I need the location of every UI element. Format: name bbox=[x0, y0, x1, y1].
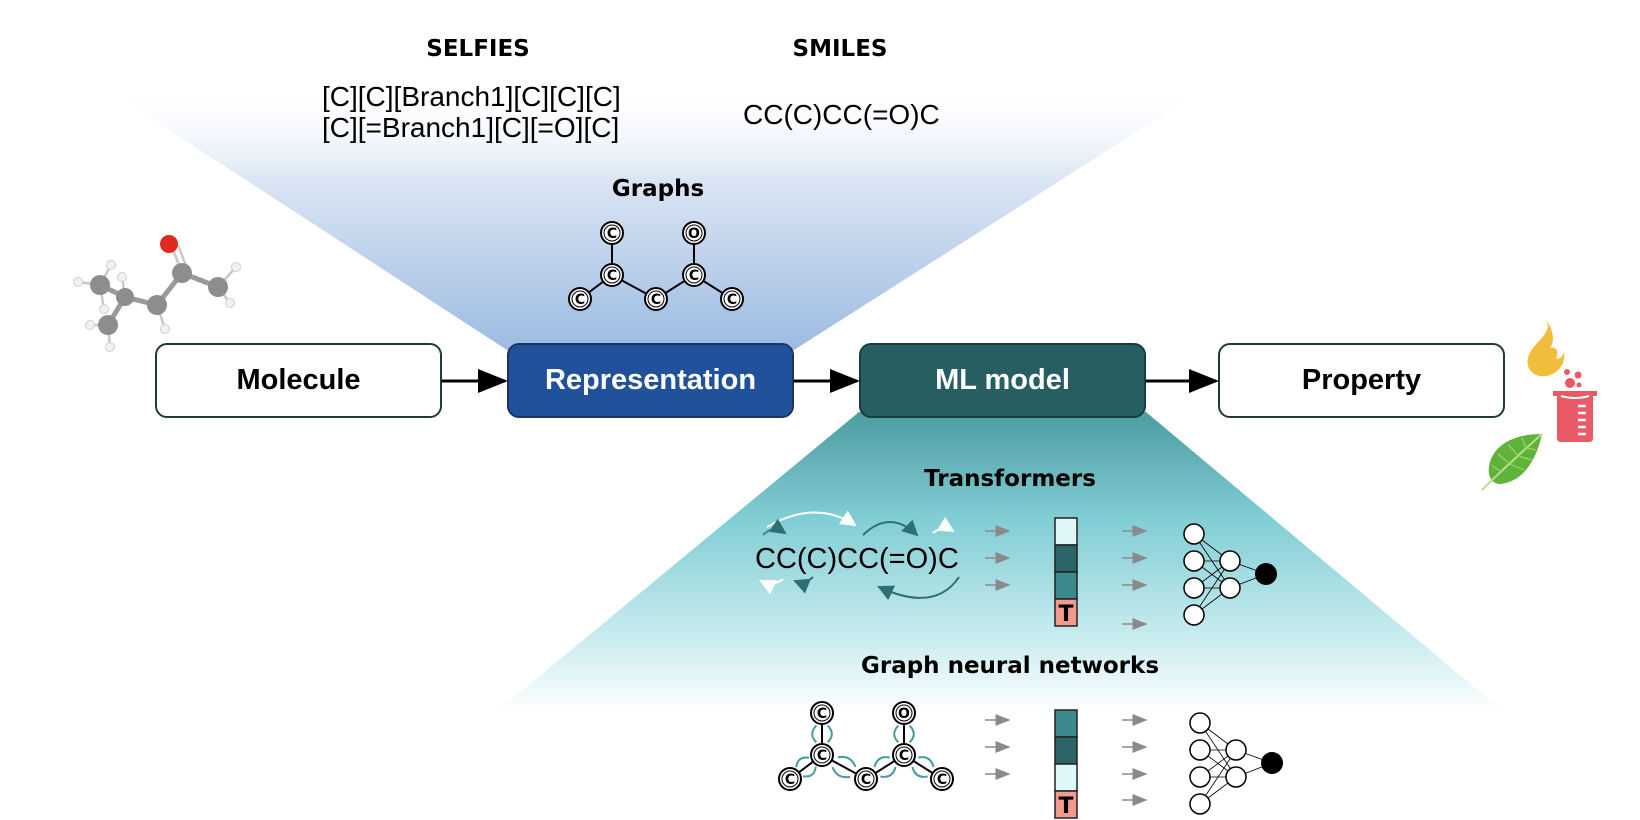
atom-node-inner bbox=[813, 746, 831, 764]
property-box: Property bbox=[1218, 343, 1505, 418]
ml-model-label: ML model bbox=[935, 364, 1070, 396]
atom-node-inner bbox=[647, 290, 665, 308]
graphs-title: Graphs bbox=[611, 176, 705, 202]
message-arrow bbox=[873, 756, 890, 768]
message-arrow bbox=[918, 756, 935, 768]
beaker-icon bbox=[1553, 369, 1597, 442]
atom-node-inner bbox=[685, 224, 703, 242]
atom-node-inner bbox=[723, 290, 741, 308]
message-arrow bbox=[811, 724, 818, 744]
atom-node-inner bbox=[685, 266, 703, 284]
atom-label: C bbox=[607, 268, 617, 284]
atom-node-inner bbox=[781, 770, 799, 788]
atom-label: C bbox=[861, 772, 871, 788]
representation-fan bbox=[100, 85, 1210, 350]
molecule-3d-icon bbox=[73, 235, 241, 352]
atom-label: C bbox=[651, 292, 661, 308]
atom-label: C bbox=[689, 268, 699, 284]
atom-node-inner bbox=[933, 770, 951, 788]
atom-label: C bbox=[785, 772, 795, 788]
atom-node-inner bbox=[857, 770, 875, 788]
message-arrow bbox=[893, 724, 900, 744]
selfies-title: SELFIES bbox=[426, 36, 530, 62]
message-arrow bbox=[826, 724, 833, 744]
gnn-graph: C C C C C O C bbox=[778, 701, 954, 791]
atom-label: O bbox=[688, 226, 700, 242]
ml-model-box: ML model bbox=[859, 343, 1146, 418]
transformer-sequence: CC(C)CC(=O)C bbox=[755, 543, 959, 575]
atom-label: C bbox=[937, 772, 947, 788]
property-label: Property bbox=[1301, 364, 1422, 396]
message-arrow bbox=[831, 766, 851, 779]
atom-label: O bbox=[898, 706, 910, 722]
atom-node-inner bbox=[813, 704, 831, 722]
atom-node-inner bbox=[603, 224, 621, 242]
atom-label: C bbox=[817, 706, 827, 722]
atom-node-inner bbox=[571, 290, 589, 308]
molecule-box: Molecule bbox=[155, 343, 442, 418]
atom-node-inner bbox=[895, 746, 913, 764]
selfies-line-1: [C][C][Branch1][C][C][C] bbox=[322, 81, 621, 112]
selfies-line-2: [C][=Branch1][C][=O][C] bbox=[322, 112, 620, 143]
representation-label: Representation bbox=[544, 364, 757, 396]
message-arrow bbox=[911, 766, 928, 778]
leaf-icon bbox=[1481, 433, 1543, 491]
message-arrow bbox=[802, 766, 817, 778]
transformers-title: Transformers bbox=[924, 466, 1096, 492]
molecule-graph: C C C C C O C bbox=[568, 221, 744, 311]
atom-label: C bbox=[727, 292, 737, 308]
atom-node-inner bbox=[603, 266, 621, 284]
molecule-label: Molecule bbox=[236, 364, 361, 396]
selfies-string: [C][C][Branch1][C][C][C] [C][=Branch1][C… bbox=[322, 81, 621, 143]
atom-label: C bbox=[575, 292, 585, 308]
representation-box: Representation bbox=[507, 343, 794, 418]
message-arrow bbox=[908, 724, 915, 744]
oxygen-atom bbox=[160, 235, 178, 253]
atom-label: C bbox=[607, 226, 617, 242]
flame-icon bbox=[1527, 320, 1565, 377]
smiles-string: CC(C)CC(=O)C bbox=[743, 99, 940, 130]
message-arrow bbox=[837, 755, 857, 768]
atom-label: C bbox=[817, 748, 827, 764]
message-arrow bbox=[880, 766, 897, 778]
message-arrow bbox=[795, 756, 810, 768]
atom-label: C bbox=[899, 748, 909, 764]
atom-node-inner bbox=[895, 704, 913, 722]
smiles-title: SMILES bbox=[792, 36, 888, 62]
gnn-title: Graph neural networks bbox=[860, 653, 1160, 679]
